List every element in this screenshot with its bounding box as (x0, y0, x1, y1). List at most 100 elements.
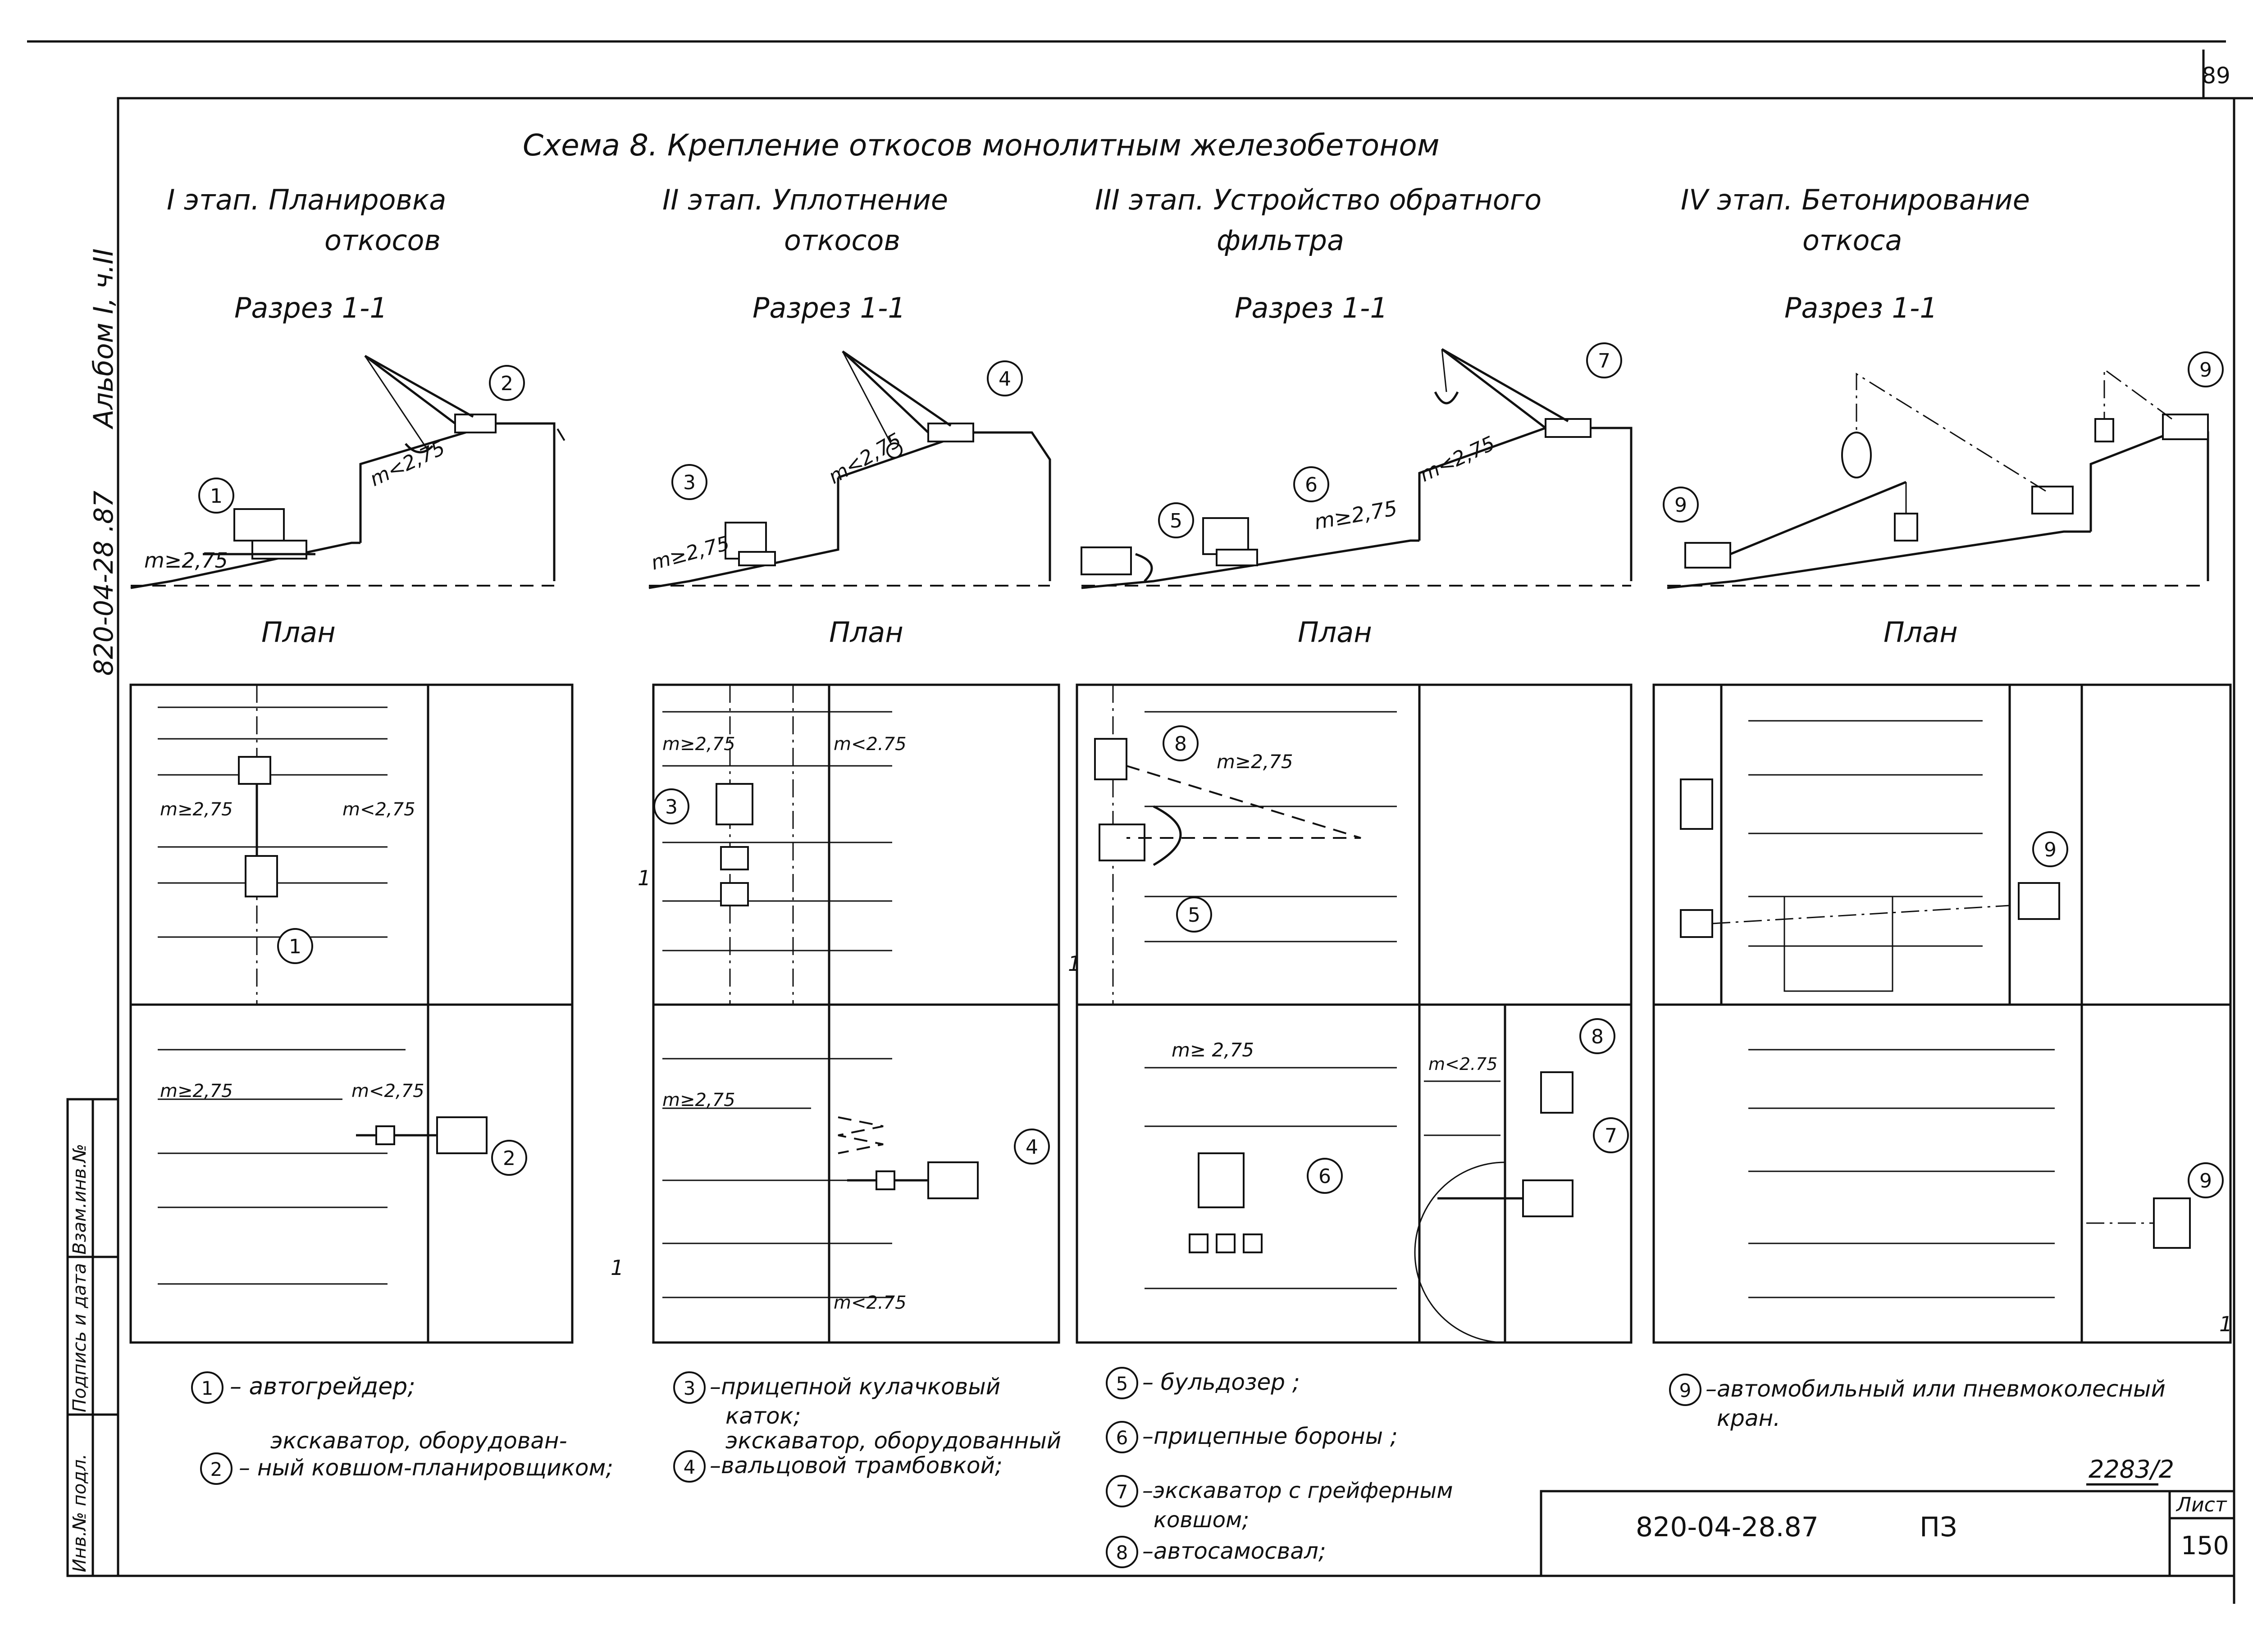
marker-5-label: 5 (1170, 510, 1182, 532)
marker-5: 5 (1158, 502, 1194, 538)
side-stamp-sign: Подпись и дата (69, 1263, 90, 1412)
cut-mark-1d: 1 (2219, 1312, 2232, 1336)
scheme-title: Схема 8. Крепление откосов монолитным же… (523, 128, 1440, 163)
stage-1-plan-slope-ge: m≥2,75 (160, 799, 233, 820)
legend-7-num: 7 (1116, 1481, 1128, 1503)
stage-3-slope-ge: m≥2,75 (1313, 496, 1399, 534)
stage-3-plan-slope-ge: m≥2,75 (1217, 751, 1293, 773)
marker-2-plan: 2 (491, 1140, 527, 1176)
stage-1-title-line2: откосов (324, 224, 441, 257)
marker-6-label: 6 (1305, 473, 1318, 496)
legend: 1 – автогрейдер; экскаватор, оборудован-… (191, 1367, 2166, 1568)
stage-4-section-drawing (1667, 368, 2209, 589)
sheet-frame (27, 40, 2253, 1604)
stage-2-plan2-slope-lt: m<2.75 (834, 1292, 907, 1313)
stage-1-plan2-slope-ge: m≥2,75 (160, 1081, 233, 1101)
stage-2-title-line2: откосов (784, 224, 900, 257)
marker-2-plan-label: 2 (503, 1147, 515, 1170)
stage-1-plan2-slope-lt: m<2,75 (351, 1081, 424, 1101)
legend-2-line1: экскаватор, оборудован- (270, 1428, 567, 1454)
stage-4-heading: IV этап. Бетонирование откоса Разрез 1-1… (1681, 183, 2030, 649)
marker-9-plan: 9 (2032, 831, 2068, 867)
legend-5-text: – бульдозер ; (1142, 1369, 1300, 1395)
stage-3-section-label: Разрез 1-1 (1235, 291, 1388, 324)
stage-3-plan-top: m≥2,75 (1076, 683, 1633, 1006)
marker-8-label: 8 (1174, 733, 1187, 755)
stage-1-plan-label: План (261, 616, 336, 649)
marker-3: 3 (671, 464, 707, 500)
side-stamp-replace: Взам.инв.№ (69, 1144, 90, 1255)
sheet-number: 89 (2202, 63, 2230, 89)
marker-4: 4 (987, 360, 1023, 396)
side-album-title: Альбом I, ч.II (88, 248, 119, 430)
stamp-sheet-number: 150 (2181, 1531, 2229, 1561)
stage-3-title-line1: III этап. Устройство обратного (1095, 183, 1542, 216)
marker-1-plan: 1 (277, 928, 313, 964)
stamp-sheet-label: Лист (2175, 1493, 2227, 1516)
marker-9-plan-b: 9 (2188, 1162, 2224, 1198)
marker-3-plan: 3 (653, 788, 689, 824)
marker-1: 1 (198, 478, 234, 514)
stage-3-plan-label: План (1298, 616, 1372, 649)
marker-2-label: 2 (501, 372, 513, 395)
stage-2-heading: II этап. Уплотнение откосов Разрез 1-1 П… (662, 183, 948, 649)
stage-3-title-line2: фильтра (1217, 224, 1344, 257)
cut-mark-1b: 1 (1068, 951, 1081, 976)
marker-6-plan: 6 (1307, 1158, 1343, 1194)
legend-6-num: 6 (1116, 1427, 1128, 1449)
stamp-code: 820-04-28.87 (1636, 1511, 1819, 1543)
stage-3-slope-lt: m<2,75 (1416, 432, 1499, 487)
stage-4-title-line2: откоса (1802, 224, 1902, 257)
marker-7-plan-label: 7 (1605, 1124, 1617, 1147)
marker-9-plan-b-label: 9 (2199, 1170, 2212, 1192)
legend-8-num: 8 (1116, 1542, 1128, 1564)
marker-4-plan: 4 (1014, 1129, 1050, 1165)
side-stamp: Инв.№ подл. Подпись и дата Взам.инв.№ (66, 1098, 119, 1577)
marker-7-plan: 7 (1593, 1117, 1629, 1153)
stage-1-plan-top: m≥2,75 m<2,75 (129, 683, 574, 1006)
marker-7-label: 7 (1598, 350, 1610, 373)
legend-2-line2: – ный ковшом-планировщиком; (239, 1455, 613, 1481)
legend-4-num: 4 (684, 1456, 696, 1478)
legend-6-text: –прицепные бороны ; (1142, 1423, 1398, 1449)
legend-4-line2: –вальцовой трамбовкой; (710, 1452, 1003, 1479)
stage-1-heading: I этап. Планировка откосов Разрез 1-1 Пл… (167, 183, 446, 649)
legend-7-line2: ковшом; (1154, 1507, 1249, 1533)
stage-3-plan2-slope-lt: m<2.75 (1428, 1054, 1497, 1074)
stage-2-title-line1: II этап. Уплотнение (662, 183, 948, 216)
marker-9b: 9 (2188, 351, 2224, 387)
marker-6-plan-label: 6 (1318, 1165, 1331, 1188)
marker-9: 9 (1663, 487, 1699, 523)
legend-3-num: 3 (684, 1377, 696, 1399)
stage-4-title-line1: IV этап. Бетонирование (1681, 183, 2030, 216)
marker-4-label: 4 (999, 368, 1011, 391)
legend-8-text: –автосамосвал; (1142, 1538, 1326, 1564)
marker-9b-label: 9 (2199, 359, 2212, 382)
cut-mark-1a: 1 (638, 866, 651, 890)
stage-2-section-label: Разрез 1-1 (753, 291, 906, 324)
stage-4-plan-top (1652, 683, 2232, 1006)
stage-3-plan-bottom: m≥ 2,75 m<2.75 (1076, 1003, 1633, 1344)
marker-5-plan: 5 (1176, 897, 1212, 933)
legend-4-line1: экскаватор, оборудованный (725, 1428, 1061, 1454)
marker-9-plan-label: 9 (2044, 838, 2057, 861)
marker-4-plan-label: 4 (1026, 1136, 1038, 1159)
marker-3-plan-label: 3 (665, 796, 678, 819)
marker-5-plan-label: 5 (1188, 904, 1200, 927)
marker-2: 2 (489, 365, 525, 401)
legend-5-num: 5 (1116, 1373, 1128, 1395)
marker-7: 7 (1586, 342, 1622, 378)
stage-2-plan-bottom: m≥2,75 m<2.75 (652, 1003, 1060, 1344)
stage-1-plan-bottom: m≥2,75 m<2,75 (129, 1003, 574, 1344)
stage-1-title-line1: I этап. Планировка (167, 183, 446, 216)
marker-8-plan-label: 8 (1591, 1025, 1604, 1048)
stage-2-plan-top: m≥2,75 m<2.75 (652, 683, 1060, 1006)
stage-2-plan-slope-ge: m≥2,75 (662, 734, 735, 755)
legend-9-line1: –автомобильный или пневмоколесный (1706, 1376, 2166, 1402)
stage-3-heading: III этап. Устройство обратного фильтра Р… (1095, 183, 1542, 649)
side-doc-code: 820-04-28 .87 (88, 491, 119, 676)
stage-4-plan-bottom (1652, 1003, 2232, 1344)
stage-1-plan-slope-lt: m<2,75 (342, 799, 415, 820)
